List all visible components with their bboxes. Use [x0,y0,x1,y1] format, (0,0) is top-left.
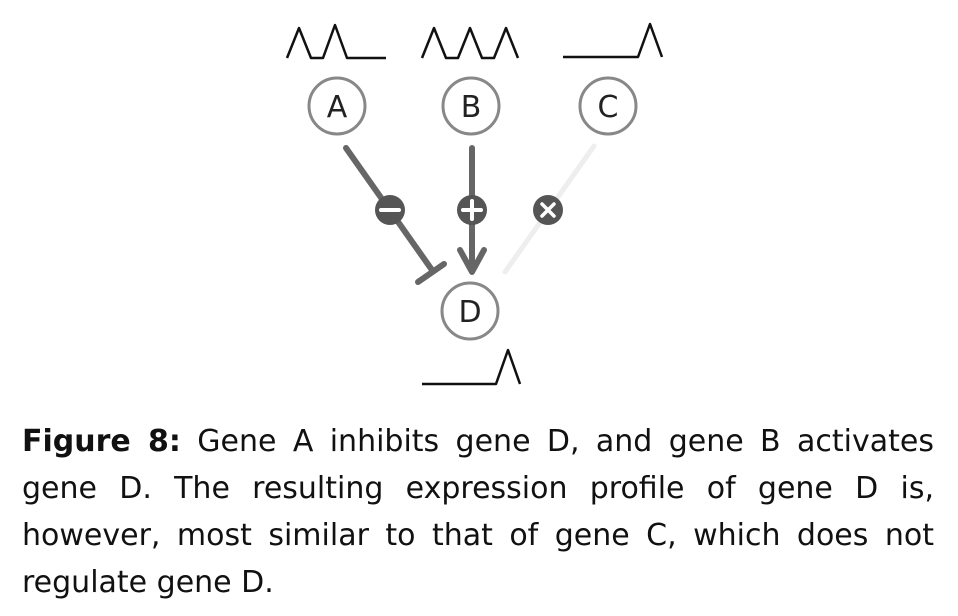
node-c: C [578,76,638,136]
plus-badge [457,195,487,225]
profile-a [285,23,386,60]
figure-caption: Figure 8: Gene A inhibits gene D, and ge… [22,418,934,606]
caption-text: Gene A inhibits gene D, and gene B activ… [22,424,934,600]
node-c-label: C [598,90,619,125]
node-a: A [307,76,367,136]
minus-badge [375,195,405,225]
caption-label: Figure 8: [22,424,181,459]
gene-regulation-diagram: A B C D [285,22,664,386]
inhibition-bar [415,261,447,285]
activation-arrowhead [457,247,487,275]
profile-b [420,26,520,60]
node-d-label: D [458,295,481,330]
profile-c [563,22,664,59]
profile-d [422,348,522,386]
node-b-label: B [461,90,482,125]
node-d: D [440,281,500,341]
cross-badge [533,195,563,225]
node-a-label: A [327,90,348,125]
node-b: B [441,76,501,136]
